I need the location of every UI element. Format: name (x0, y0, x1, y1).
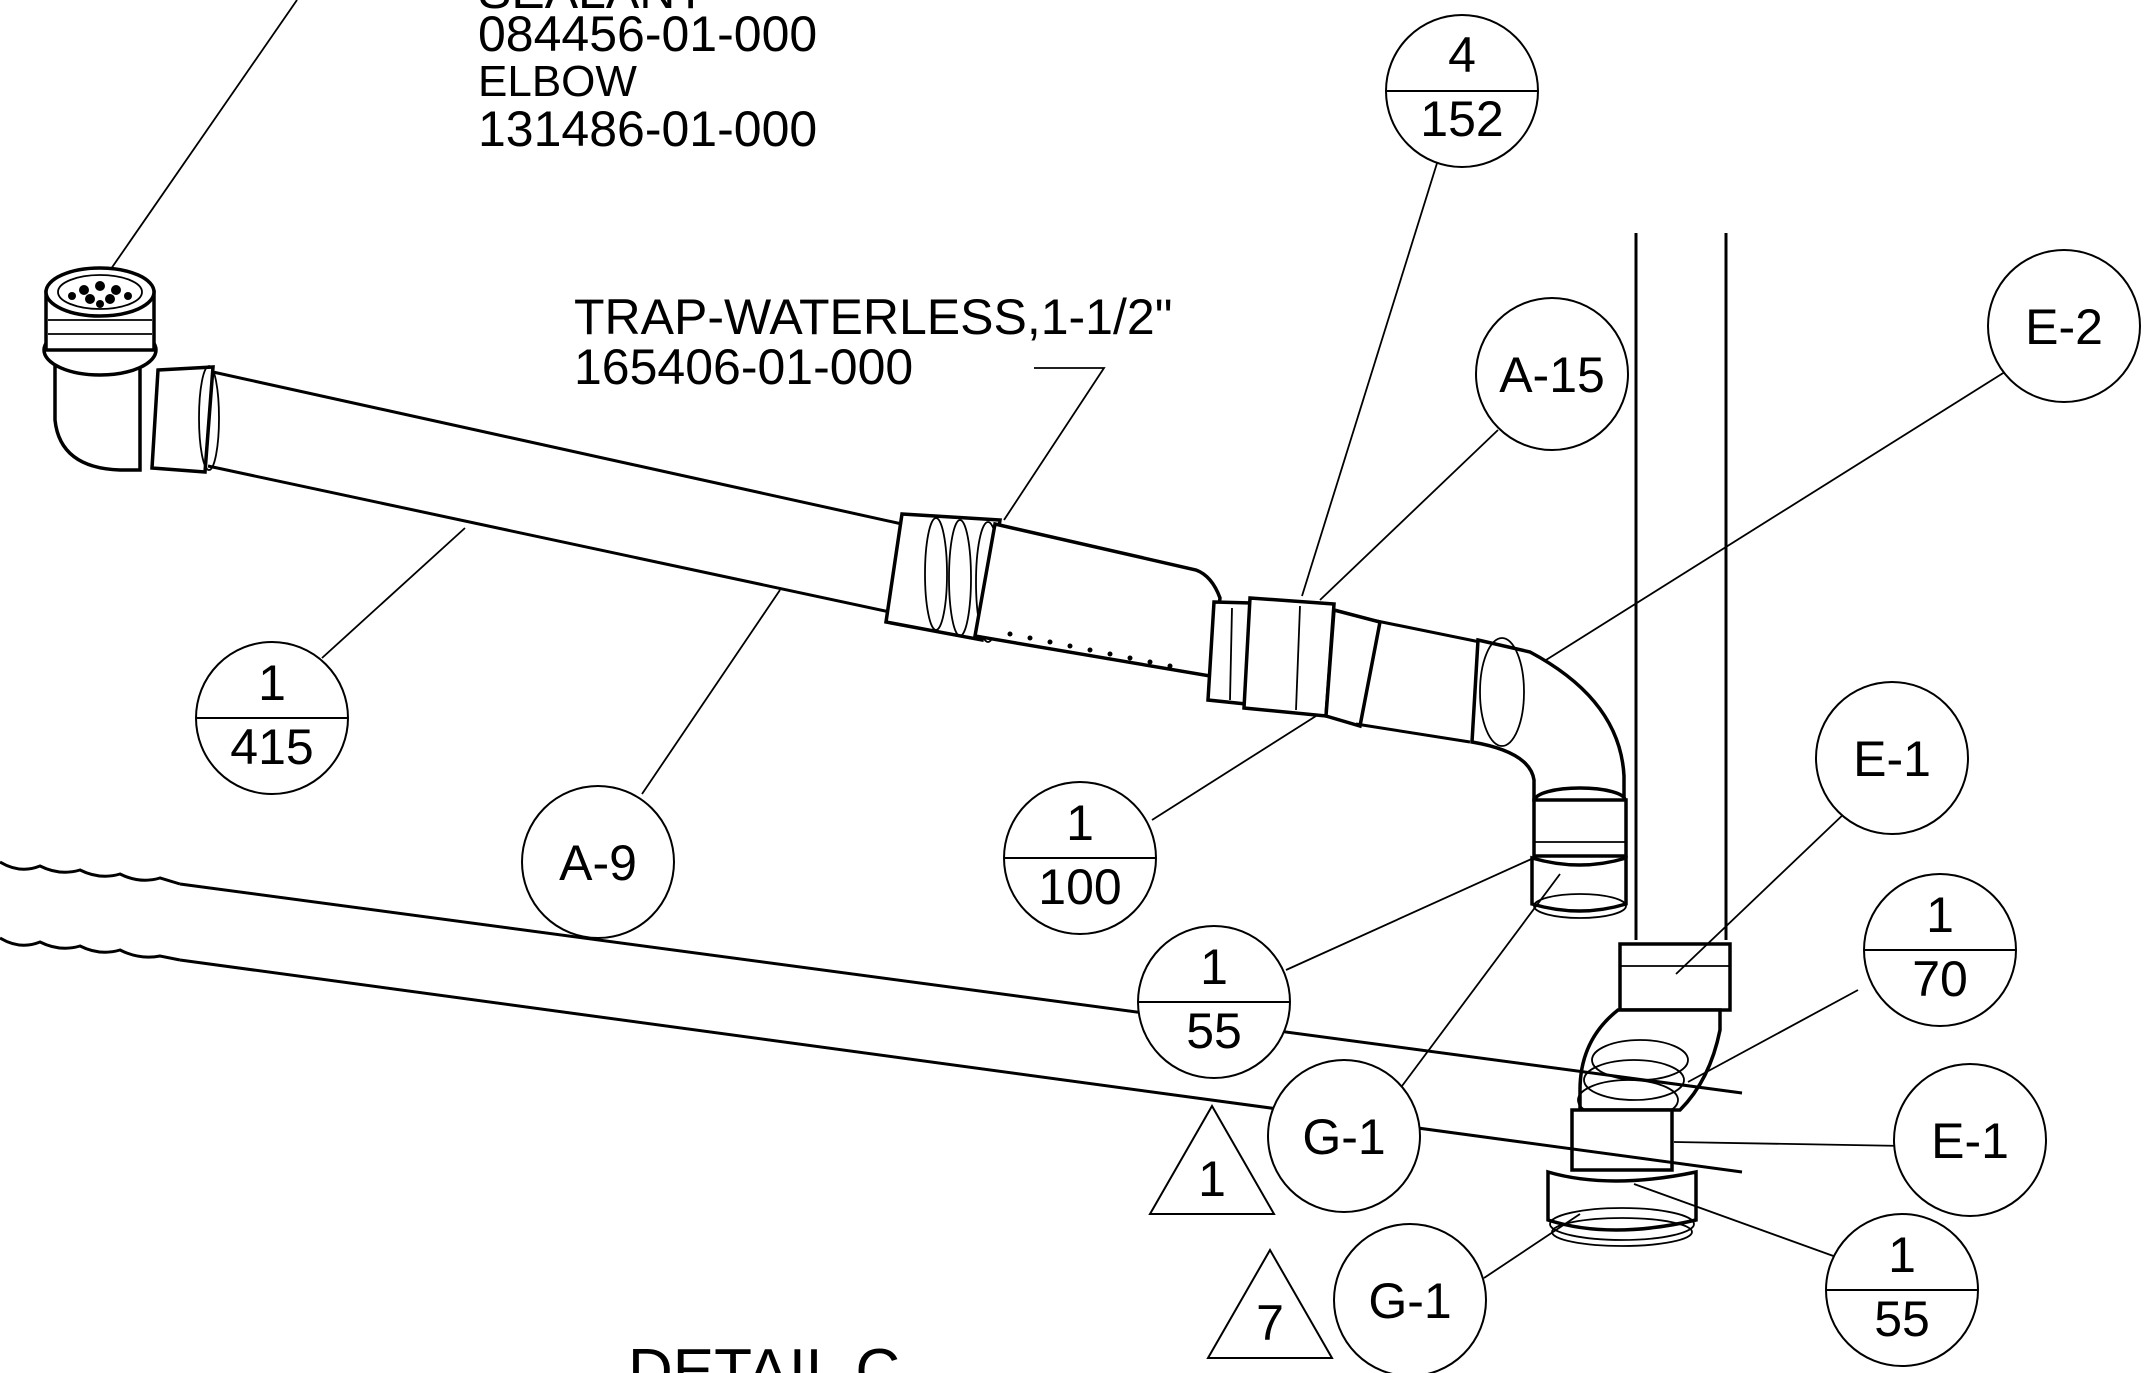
note-trap-part: 165406-01-000 (574, 339, 913, 395)
balloon-1-55-lower: 1 55 (1825, 1213, 1979, 1367)
balloon-bottom: 55 (1874, 1291, 1930, 1347)
balloon-bottom: 152 (1420, 91, 1503, 147)
note-sealant-part: 084456-01-000 (478, 6, 817, 62)
leader-trap (1003, 367, 1106, 521)
triangle-label: 1 (1198, 1151, 1226, 1207)
balloon-top: 4 (1448, 27, 1476, 83)
balloon-4-152: 4 152 (1385, 14, 1539, 168)
revision-triangle-1: 1 (1148, 1103, 1276, 1215)
balloon-a-9: A-9 (521, 785, 675, 939)
balloon-label: E-1 (1853, 731, 1931, 787)
balloon-1-55-upper: 1 55 (1137, 925, 1291, 1079)
balloon-1-415: 1 415 (195, 641, 349, 795)
balloon-e-2: E-2 (1987, 249, 2141, 403)
balloon-bottom: 55 (1186, 1003, 1242, 1059)
balloon-label: A-9 (559, 835, 637, 891)
leader-lines (321, 159, 2009, 1279)
balloon-label: G-1 (1368, 1273, 1451, 1329)
flex-hose (0, 860, 1743, 1174)
balloon-a-15: A-15 (1475, 297, 1629, 451)
drain-pipe-sloped (150, 365, 1628, 919)
balloon-label: A-15 (1499, 347, 1605, 403)
note-trap-label: TRAP-WATERLESS,1-1/2" (574, 289, 1172, 345)
balloon-e-1-upper: E-1 (1815, 681, 1969, 835)
note-elbow-label: ELBOW (478, 57, 637, 106)
balloon-label: G-1 (1302, 1109, 1385, 1165)
balloon-top: 1 (1200, 939, 1228, 995)
balloon-1-100: 1 100 (1003, 781, 1157, 935)
balloon-bottom: 415 (230, 719, 313, 775)
balloon-top: 1 (1926, 887, 1954, 943)
balloon-bottom: 100 (1038, 859, 1121, 915)
balloon-g-1-lower: G-1 (1333, 1223, 1487, 1373)
balloon-bottom: 70 (1912, 951, 1968, 1007)
floor-drain (42, 266, 158, 472)
triangle-label: 7 (1256, 1295, 1284, 1351)
balloon-top: 1 (258, 655, 286, 711)
balloon-e-1-lower: E-1 (1893, 1063, 2047, 1217)
balloon-label: E-1 (1931, 1113, 2009, 1169)
balloon-label: E-2 (2025, 299, 2103, 355)
leader-sealant (94, 0, 298, 293)
balloon-g-1-upper: G-1 (1267, 1059, 1421, 1213)
balloon-top: 1 (1066, 795, 1094, 851)
balloon-top: 1 (1888, 1227, 1916, 1283)
balloon-1-70: 1 70 (1863, 873, 2017, 1027)
revision-triangle-7: 7 (1206, 1247, 1334, 1359)
note-elbow-part: 131486-01-000 (478, 101, 817, 157)
detail-title: DETAIL C (628, 1337, 900, 1373)
note-sealant-label: SEALANT (478, 0, 706, 19)
